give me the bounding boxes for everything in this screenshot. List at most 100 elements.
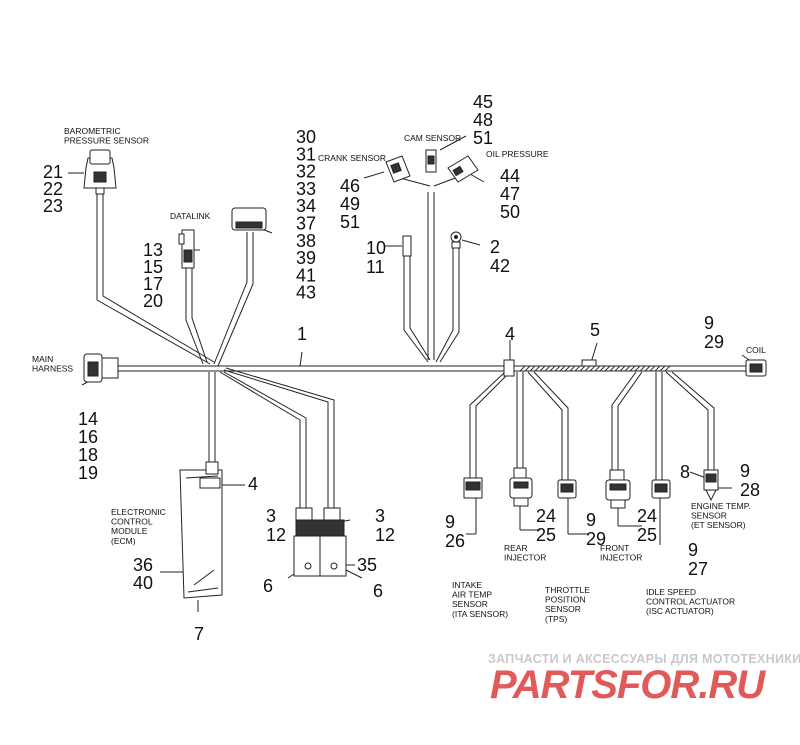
callout-clamp: 4	[505, 324, 515, 344]
sleeve-hatch-line	[539, 365, 546, 372]
label-line: 50	[500, 202, 520, 222]
label-line: INJECTOR	[600, 553, 642, 563]
watermark-brand-right: FOR.RU	[617, 663, 766, 707]
label-line: SENSOR	[691, 511, 727, 521]
sleeve-hatch-line	[534, 365, 541, 372]
harness-clip	[503, 359, 597, 377]
ecm-module	[179, 461, 223, 599]
label-line: 6	[373, 581, 383, 601]
ita-sensor	[463, 477, 483, 499]
label-line: 43	[296, 283, 316, 303]
label-line: 48	[473, 110, 493, 130]
watermark-brand: PARTSFOR.RU	[490, 663, 766, 707]
sleeve-hatch-line	[649, 365, 656, 372]
label-line: 12	[266, 525, 286, 545]
label-line: 32	[296, 162, 316, 182]
label-line: INJECTOR	[504, 553, 546, 563]
sleeve-hatch-line	[574, 365, 581, 372]
label-line: 26	[445, 531, 465, 551]
label-line: 29	[704, 332, 724, 352]
sleeve-hatch-line	[614, 365, 621, 372]
ecm-branch-wire	[208, 372, 216, 462]
crank-sensor-label: CRANK SENSOR	[318, 153, 386, 163]
label-line: HARNESS	[32, 364, 73, 374]
label-line: REAR	[504, 543, 528, 553]
datalink-branch-wire	[185, 268, 208, 365]
sleeve-hatch-line	[644, 365, 651, 372]
crank-sensor	[385, 155, 411, 183]
callout-et-left: 8	[680, 462, 690, 482]
relay-branch-wire	[219, 367, 335, 508]
wire-terminal	[402, 235, 412, 257]
sleeve-hatch-line	[559, 365, 566, 372]
label-line: 3	[266, 506, 276, 526]
callout-harness: 1	[297, 324, 307, 344]
label-line: 9	[688, 540, 698, 560]
sleeve-hatch-line	[664, 365, 671, 372]
coil-label: COIL	[746, 345, 766, 355]
right-branch-wire	[469, 371, 715, 480]
label-line: 47	[500, 184, 520, 204]
label-line: AIR TEMP	[452, 590, 492, 600]
label-line: BAROMETRIC	[64, 126, 121, 136]
callout-ecm: 7	[194, 624, 204, 644]
label-line: COIL	[746, 345, 766, 355]
et-sensor-label: ENGINE TEMP.SENSOR(ET SENSOR)	[691, 501, 751, 530]
sensor-branch-wire	[399, 173, 467, 363]
label-line: MAIN	[32, 354, 53, 364]
label-line: (ET SENSOR)	[691, 520, 746, 530]
sleeve-hatch-line	[549, 365, 556, 372]
label-line: 1	[297, 324, 307, 344]
label-line: 24	[637, 506, 657, 526]
sleeve-hatch-line	[584, 365, 591, 372]
label-line: 9	[586, 510, 596, 530]
label-line: 30	[296, 127, 316, 147]
sleeve-hatch-line	[619, 365, 626, 372]
label-line: 28	[740, 480, 760, 500]
label-line: (ITA SENSOR)	[452, 609, 508, 619]
label-line: CRANK SENSOR	[318, 153, 386, 163]
label-line: SENSOR	[452, 599, 488, 609]
sleeve-hatch-line	[544, 365, 551, 372]
relay-block	[293, 507, 347, 577]
label-line: CAM SENSOR	[404, 133, 461, 143]
label-line: 6	[263, 576, 273, 596]
sleeve-hatch-line	[564, 365, 571, 372]
coil-connector	[745, 359, 767, 377]
sleeve-hatch-line	[569, 365, 576, 372]
label-line: 21	[43, 162, 63, 182]
label-line: 25	[536, 525, 556, 545]
label-line: 44	[500, 166, 520, 186]
label-line: INTAKE	[452, 580, 482, 590]
cam-sensor-label: CAM SENSOR	[404, 133, 461, 143]
main-harness-connector	[83, 353, 119, 383]
barometric-sensor	[83, 149, 117, 195]
sleeve-hatch-line	[554, 365, 561, 372]
sleeve-hatch-line	[594, 365, 601, 372]
label-line: POSITION	[545, 595, 586, 605]
rear-injector	[509, 467, 533, 507]
label-line: 29	[586, 529, 606, 549]
label-line: FRONT	[600, 543, 629, 553]
label-line: 46	[340, 176, 360, 196]
sleeve-hatch-line	[609, 365, 616, 372]
